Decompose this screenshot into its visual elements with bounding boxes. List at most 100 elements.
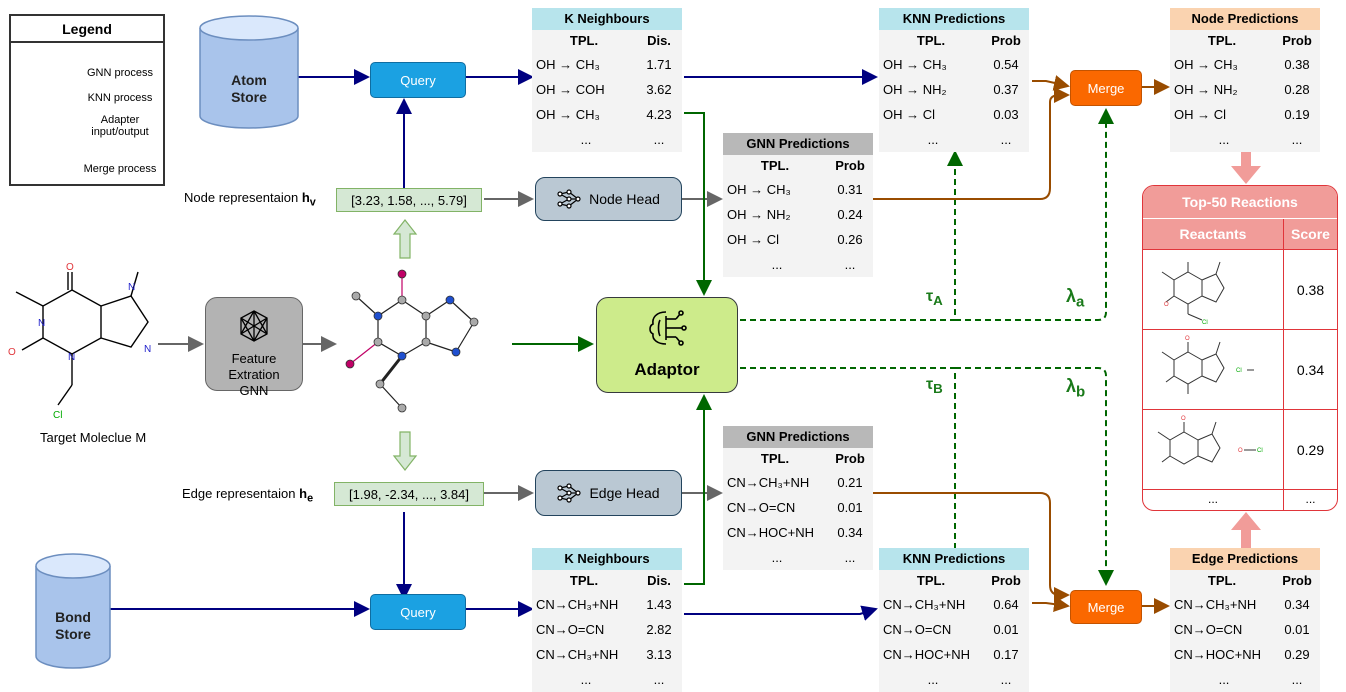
value-cell: 0.31 <box>837 182 863 197</box>
table-row: ...... <box>723 252 873 277</box>
template-cell: CN→CH₃+NH <box>727 475 810 490</box>
bond-store-cylinder <box>35 553 111 669</box>
atom-query-button[interactable]: Query <box>370 62 466 98</box>
table-title: Edge Predictions <box>1170 548 1320 570</box>
template-cell: CN→CH₃+NH <box>1174 597 1257 612</box>
column-header: TPL. <box>760 451 790 466</box>
value-cell: 0.01 <box>837 500 863 515</box>
node-merge-button[interactable]: Merge <box>1070 70 1142 106</box>
template-cell: CN→O=CN <box>883 622 952 637</box>
atom-store-cylinder <box>199 15 299 129</box>
legend: Legend GNN process KNN process Adapter i… <box>9 14 165 186</box>
tau-b-label: τB <box>926 376 943 397</box>
table-header-row: TPL.Prob <box>1170 30 1320 52</box>
legend-item-knn: KNN process <box>87 92 153 104</box>
value-cell: 0.03 <box>993 107 1019 122</box>
template-cell: OH → CH₃ <box>536 107 600 122</box>
adaptor-box[interactable]: Adaptor <box>596 297 738 393</box>
template-cell: OH → NH₂ <box>883 82 947 97</box>
table-row: CN→CH₃+NH 0.21 <box>723 470 873 495</box>
target-molecule <box>15 271 149 406</box>
target-molecule-label: Target Moleclue M <box>40 430 147 445</box>
value-cell: 4.23 <box>646 107 672 122</box>
top50-ellipsis-row: ... ... <box>1143 489 1337 510</box>
template-cell: ... <box>1218 672 1230 687</box>
edge-head[interactable]: Edge Head <box>535 470 682 516</box>
bond-query-button[interactable]: Query <box>370 594 466 630</box>
graph-nodes <box>345 269 479 413</box>
table-row: ...... <box>879 127 1029 152</box>
legend-item-gnn: GNN process <box>86 67 154 79</box>
table-header-row: TPL.Prob <box>723 155 873 177</box>
value-cell: 0.34 <box>837 525 863 540</box>
node-head[interactable]: Node Head <box>535 177 682 221</box>
template-cell: ... <box>927 672 939 687</box>
table-title: GNN Predictions <box>723 133 873 155</box>
ai-brain-icon <box>649 310 687 346</box>
value-cell: 0.21 <box>837 475 863 490</box>
table-title: Node Predictions <box>1170 8 1320 30</box>
value-cell: 0.34 <box>1284 597 1310 612</box>
value-cell: 1.43 <box>646 597 672 612</box>
adaptor-label: Adaptor <box>634 360 700 379</box>
template-cell: ... <box>580 672 592 687</box>
column-header: Prob <box>835 451 865 466</box>
value-cell: ... <box>1000 672 1012 687</box>
table-header-row: TPL.Dis. <box>532 30 682 52</box>
template-cell: OH → CH₃ <box>1174 57 1238 72</box>
knn-process-arrows <box>110 69 878 621</box>
column-header: Prob <box>1282 33 1312 48</box>
target-atoms: O N O N N N Cl <box>8 262 151 421</box>
table-row: OH → CH₃ 4.23 <box>532 102 682 127</box>
template-cell: CN→CH₃+NH <box>883 597 966 612</box>
top50-score: 0.38 <box>1296 281 1325 298</box>
table-title: KNN Predictions <box>879 8 1029 30</box>
top50-arrows <box>1231 148 1261 563</box>
svg-text:O: O <box>1238 448 1243 454</box>
bond-store-label: Bond Store <box>55 609 91 642</box>
value-cell: 0.24 <box>837 207 863 222</box>
legend-item-merge: Merge process <box>83 163 157 175</box>
template-cell: OH → NH₂ <box>1174 82 1238 97</box>
template-cell: OH → COH <box>536 82 605 97</box>
template-cell: ... <box>771 550 783 565</box>
lambda-b-label: λb <box>1066 376 1086 401</box>
column-header: TPL. <box>760 158 790 173</box>
tau-a-label: τA <box>926 288 943 309</box>
feature-gnn-box[interactable]: Feature Extration GNN <box>205 297 303 398</box>
svg-text:O: O <box>1181 416 1186 422</box>
template-cell: ... <box>1218 132 1230 147</box>
table-header-row: TPL. Prob <box>723 448 873 470</box>
column-header: Prob <box>991 573 1021 588</box>
value-cell: ... <box>1291 672 1303 687</box>
column-header: TPL. <box>569 573 599 588</box>
value-cell: 0.26 <box>837 232 863 247</box>
edge-rep-label: Edge representaion he <box>182 486 314 505</box>
template-cell: CN→HOC+NH <box>727 525 815 540</box>
template-cell: OH → CH₃ <box>536 57 600 72</box>
template-cell: OH → CH₃ <box>883 57 947 72</box>
edge-merge-button[interactable]: Merge <box>1070 590 1142 624</box>
table-row: ...... <box>532 127 682 152</box>
adapter-arrows <box>512 112 712 585</box>
network-icon <box>557 483 582 503</box>
graph-molecule <box>349 274 475 409</box>
